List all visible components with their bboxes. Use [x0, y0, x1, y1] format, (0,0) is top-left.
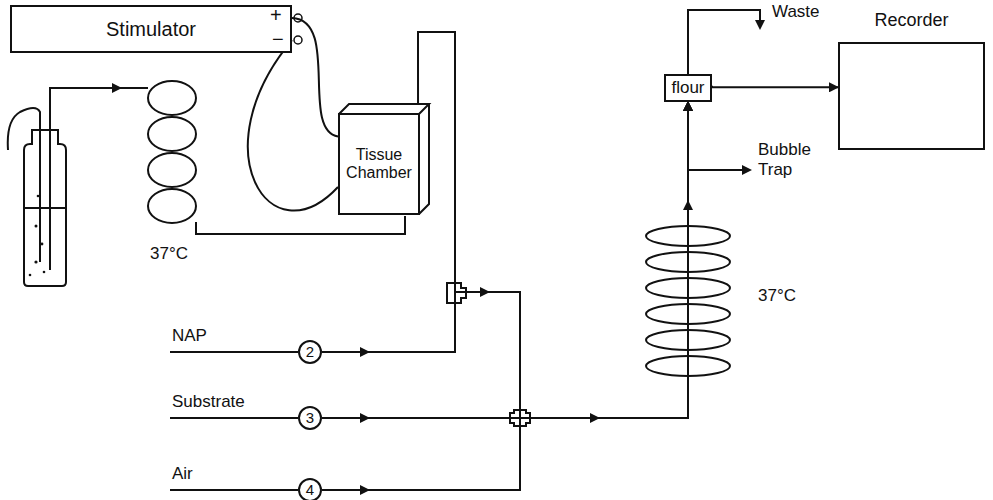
- waste-label: Waste: [772, 2, 820, 22]
- flow-arrow: [755, 20, 765, 30]
- outlet-tube: [50, 88, 148, 270]
- line-label: Substrate: [172, 392, 245, 412]
- flow-line: [322, 102, 688, 418]
- flow-line: [322, 102, 688, 418]
- pump-number: 2: [306, 343, 314, 360]
- flow-arrow: [742, 165, 752, 175]
- line-label: NAP: [172, 326, 207, 346]
- temperature-label: 37°C: [758, 286, 796, 306]
- pump-number: 4: [306, 481, 314, 498]
- recorder-box: Recorder: [838, 42, 985, 150]
- terminal: [294, 36, 302, 44]
- coil-outlet: [196, 216, 405, 234]
- pump-number: 3: [306, 409, 314, 426]
- waste-line: [688, 10, 760, 74]
- air-line: [170, 489, 298, 491]
- tissue-chamber: Tissue Chamber: [338, 103, 430, 215]
- node-label: Recorder: [840, 10, 983, 31]
- heating-coil: [148, 81, 196, 223]
- node-label: Stimulator: [106, 18, 196, 41]
- line-label: Air: [172, 464, 193, 484]
- pump-number: 4: [298, 478, 322, 500]
- bubble-trap-label: Bubble Trap: [758, 140, 818, 179]
- stimulator-box: Stimulator: [10, 5, 292, 53]
- nap-line: [170, 351, 298, 353]
- pump-number: 3: [298, 406, 322, 430]
- flow-line: [712, 86, 838, 88]
- terminal-sign: −: [272, 28, 284, 51]
- gas-tube: [8, 108, 40, 262]
- flow-arrow: [112, 83, 122, 93]
- flow-line: [418, 32, 688, 418]
- flow-line: [322, 102, 688, 490]
- node-label: Tissue Chamber: [341, 146, 417, 183]
- electrode-wire: [248, 40, 338, 211]
- terminal-sign: +: [270, 4, 282, 27]
- temperature-label: 37°C: [150, 244, 188, 264]
- fluorometer-box: flour: [664, 74, 712, 102]
- bubble-trap-line: [688, 169, 742, 171]
- bottle: [24, 130, 66, 286]
- substrate-line: [170, 417, 298, 419]
- electrode-wire: [292, 18, 338, 137]
- liquid-level: [24, 207, 66, 209]
- pump-number: 2: [298, 340, 322, 364]
- node-label: flour: [671, 78, 704, 98]
